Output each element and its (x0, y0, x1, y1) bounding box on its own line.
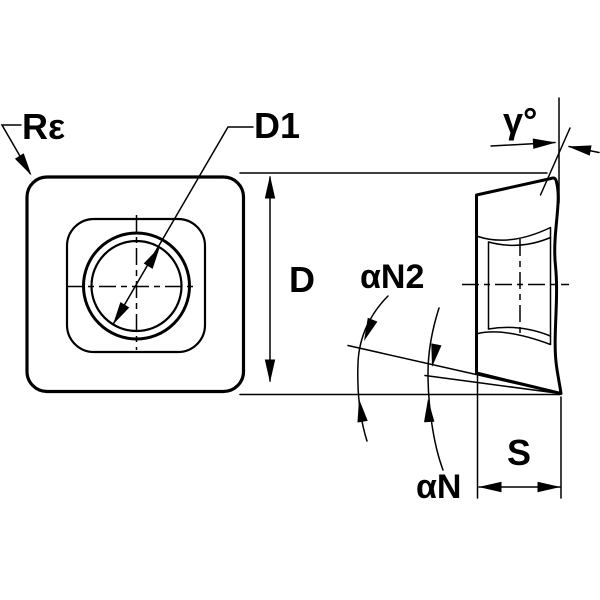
dimension-corner-radius: Rε (0, 106, 65, 179)
arrowhead-lower (353, 398, 368, 423)
gamma-face-line (539, 127, 571, 196)
dimension-thickness: S (476, 375, 562, 499)
side-view-outline (475, 176, 563, 395)
an-label: αN (416, 468, 461, 506)
arrowhead-right (537, 481, 561, 493)
arrowhead-up (264, 175, 276, 199)
an-angle-line (424, 374, 561, 395)
d1-leader-line (112, 126, 254, 326)
an-arc-leader (427, 307, 444, 471)
countersink-rim-bottom (477, 331, 552, 346)
an2-label: αN2 (360, 258, 424, 296)
countersink-rim-top (477, 226, 552, 241)
re-label: Rε (22, 106, 65, 147)
gamma-label: γ° (503, 100, 537, 141)
arrowhead-left (478, 481, 502, 493)
arrowhead-right (567, 141, 592, 156)
s-label: S (507, 432, 531, 473)
insert-top-view (25, 175, 246, 394)
insert-side-view (462, 176, 569, 395)
dimension-d: D (239, 172, 561, 396)
d-label: D (289, 259, 315, 300)
arrowhead-down (264, 359, 276, 383)
dimension-clearance-an: αN (416, 307, 561, 506)
arrowhead-corner (14, 153, 36, 179)
dimension-d1: D1 (108, 105, 300, 328)
an2-angle-line (347, 344, 561, 395)
dimension-rake-angle: γ° (490, 97, 600, 204)
insert-outer-edge (25, 175, 246, 394)
d1-label: D1 (254, 105, 300, 146)
arrowhead-lower (422, 398, 435, 423)
dimension-clearance-an2: αN2 (347, 258, 561, 442)
